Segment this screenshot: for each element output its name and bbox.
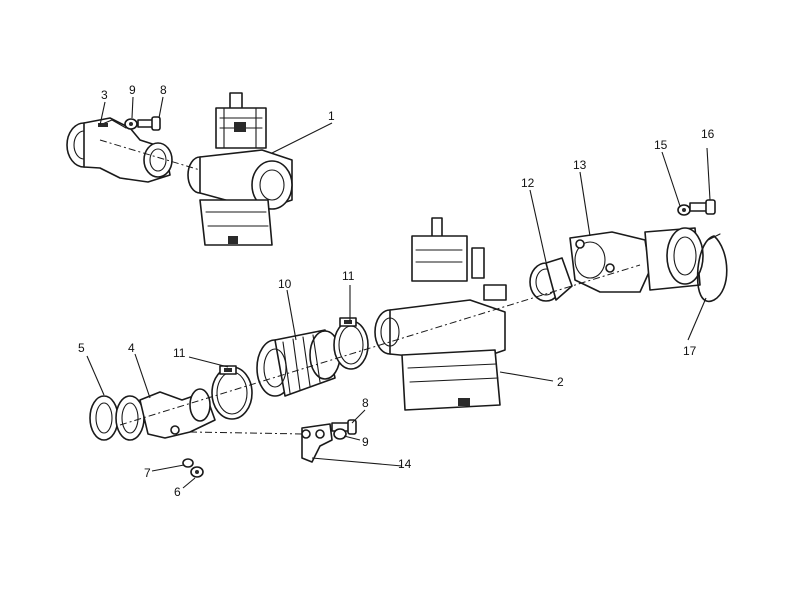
assembly-axis-mounting xyxy=(189,431,306,435)
leader-lines xyxy=(86,96,711,489)
callout-6: 6 xyxy=(174,485,181,499)
part-8-screw-upper xyxy=(137,116,161,131)
callout-4: 4 xyxy=(128,341,135,355)
callout-8-upper: 8 xyxy=(160,83,167,97)
part-7-washer xyxy=(182,458,194,468)
part-11-hose-clamp-left xyxy=(211,365,253,420)
part-12-sleeve xyxy=(529,257,573,302)
callout-8-lower: 8 xyxy=(362,396,369,410)
assembly-axis-line xyxy=(119,264,641,426)
callout-14: 14 xyxy=(398,457,412,471)
callout-1: 1 xyxy=(328,109,335,123)
part-1-carburetor xyxy=(187,92,293,246)
callout-11-lower: 11 xyxy=(173,346,186,360)
part-4-intake-manifold xyxy=(115,388,216,441)
part-13-intake-manifold xyxy=(569,227,704,293)
callout-10: 10 xyxy=(278,277,292,291)
part-2-carburetor xyxy=(374,217,507,411)
part-9-washer-upper xyxy=(124,118,138,130)
part-8-screw-lower xyxy=(331,419,357,435)
callout-7: 7 xyxy=(144,466,151,480)
callout-5: 5 xyxy=(78,341,85,355)
part-11-hose-clamp-right xyxy=(333,317,369,370)
part-9-washer-lower xyxy=(333,428,347,440)
part-10-intake-boot xyxy=(256,329,341,397)
callout-16: 16 xyxy=(701,127,715,141)
part-14-bracket xyxy=(301,423,333,463)
part-3-intake-manifold xyxy=(66,117,173,183)
callout-13: 13 xyxy=(573,158,587,172)
callout-2: 2 xyxy=(557,375,564,389)
callout-12: 12 xyxy=(521,176,535,190)
callout-9-lower: 9 xyxy=(362,435,369,449)
callout-9-upper: 9 xyxy=(129,83,136,97)
part-6-screw xyxy=(190,466,204,478)
part-15-washer xyxy=(677,204,691,216)
assembly-axis-upper xyxy=(99,139,201,171)
part-5-gasket xyxy=(89,395,119,441)
callout-3: 3 xyxy=(101,88,108,102)
callout-11-upper: 11 xyxy=(342,269,355,283)
part-16-screw xyxy=(689,199,716,215)
callout-15: 15 xyxy=(654,138,668,152)
callout-17: 17 xyxy=(683,344,697,358)
callout-labels: 1 2 3 4 5 6 7 8 8 9 9 10 11 11 12 13 14 … xyxy=(78,83,715,499)
part-17-spring-clip xyxy=(696,233,728,303)
